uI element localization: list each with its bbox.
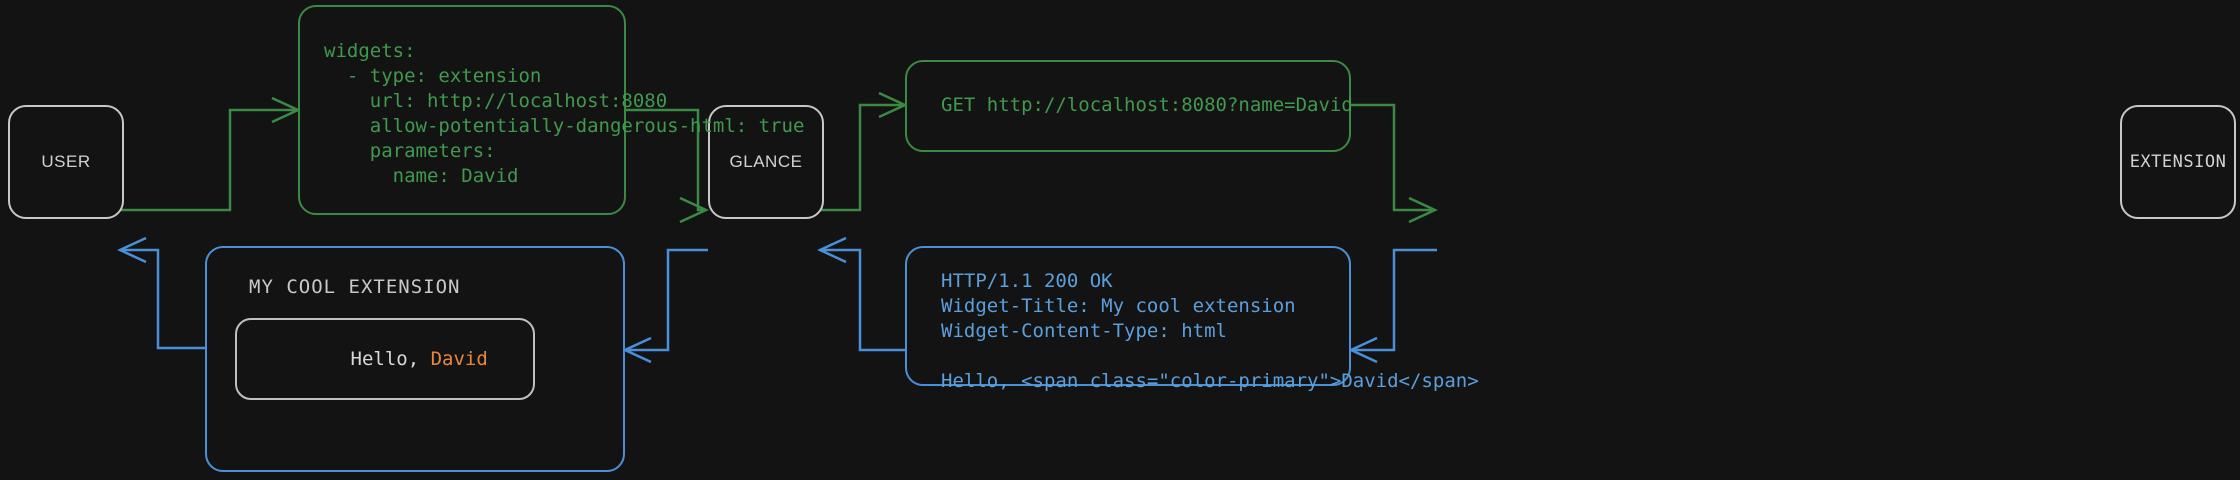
config-yaml-text: widgets: - type: extension url: http://l… xyxy=(324,40,805,187)
node-glance[interactable]: GLANCE xyxy=(708,105,824,219)
greeting-text: Hello, xyxy=(350,348,431,370)
connector-widget-preview-to-user xyxy=(117,236,205,350)
node-extension-label: EXTENSION xyxy=(2129,152,2227,172)
panel-widget-preview: MY COOL EXTENSION Hello, David xyxy=(205,246,625,472)
connector-user-to-config xyxy=(120,96,301,212)
connector-http-request-to-extension xyxy=(1351,103,1438,224)
widget-preview-card: Hello, David xyxy=(235,318,535,400)
widget-preview-greeting: Hello, David xyxy=(237,326,488,392)
node-extension[interactable]: EXTENSION xyxy=(2120,105,2236,219)
greeting-name: David xyxy=(430,348,488,370)
node-user[interactable]: USER xyxy=(8,105,124,219)
node-user-label: USER xyxy=(41,152,91,171)
widget-preview-title: MY COOL EXTENSION xyxy=(249,276,461,298)
panel-http-response: HTTP/1.1 200 OK Widget-Title: My cool ex… xyxy=(905,246,1479,392)
http-response-text: HTTP/1.1 200 OK Widget-Title: My cool ex… xyxy=(941,270,1479,392)
http-request-text: GET http://localhost:8080?name=David xyxy=(941,94,1353,116)
connector-glance-to-http-request xyxy=(820,91,908,212)
connector-http-response-to-glance xyxy=(817,236,905,352)
node-glance-label: GLANCE xyxy=(729,152,803,171)
panel-http-request: GET http://localhost:8080?name=David xyxy=(905,60,1353,152)
panel-config: widgets: - type: extension url: http://l… xyxy=(298,5,804,215)
connector-glance-to-widget-preview xyxy=(622,248,708,364)
